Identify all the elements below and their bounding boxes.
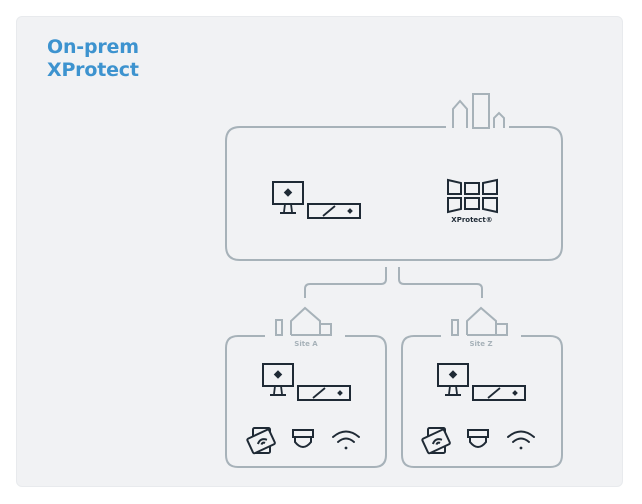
dome-camera-icon xyxy=(292,429,314,448)
site-box xyxy=(401,335,563,468)
access-card-icon xyxy=(421,427,451,455)
site-building-icon xyxy=(451,306,508,336)
site-building-icon xyxy=(275,306,332,336)
wifi-icon xyxy=(507,430,535,450)
connector-site-a xyxy=(304,267,387,298)
xprotect-logo-icon xyxy=(447,178,498,214)
connector-site-z xyxy=(398,267,483,298)
monitor-server-icon xyxy=(437,363,526,401)
dome-camera-icon xyxy=(467,429,489,448)
central-server-box xyxy=(225,126,563,261)
monitor-server-icon xyxy=(272,181,361,219)
diagram-panel xyxy=(16,16,623,487)
site-a: Site A xyxy=(225,306,387,468)
site-label: Site A xyxy=(294,340,318,348)
title-line-1: On-prem xyxy=(47,36,139,58)
site-box xyxy=(225,335,387,468)
access-card-icon xyxy=(246,427,276,455)
wifi-icon xyxy=(332,430,360,450)
site-z: Site Z xyxy=(401,306,563,468)
monitor-server-icon xyxy=(262,363,351,401)
building-cluster-icon xyxy=(452,93,505,129)
title-line-2: XProtect xyxy=(47,59,139,81)
diagram-title: On-prem XProtect xyxy=(47,36,139,82)
xprotect-label: XProtect® xyxy=(451,216,492,224)
site-label: Site Z xyxy=(469,340,492,348)
